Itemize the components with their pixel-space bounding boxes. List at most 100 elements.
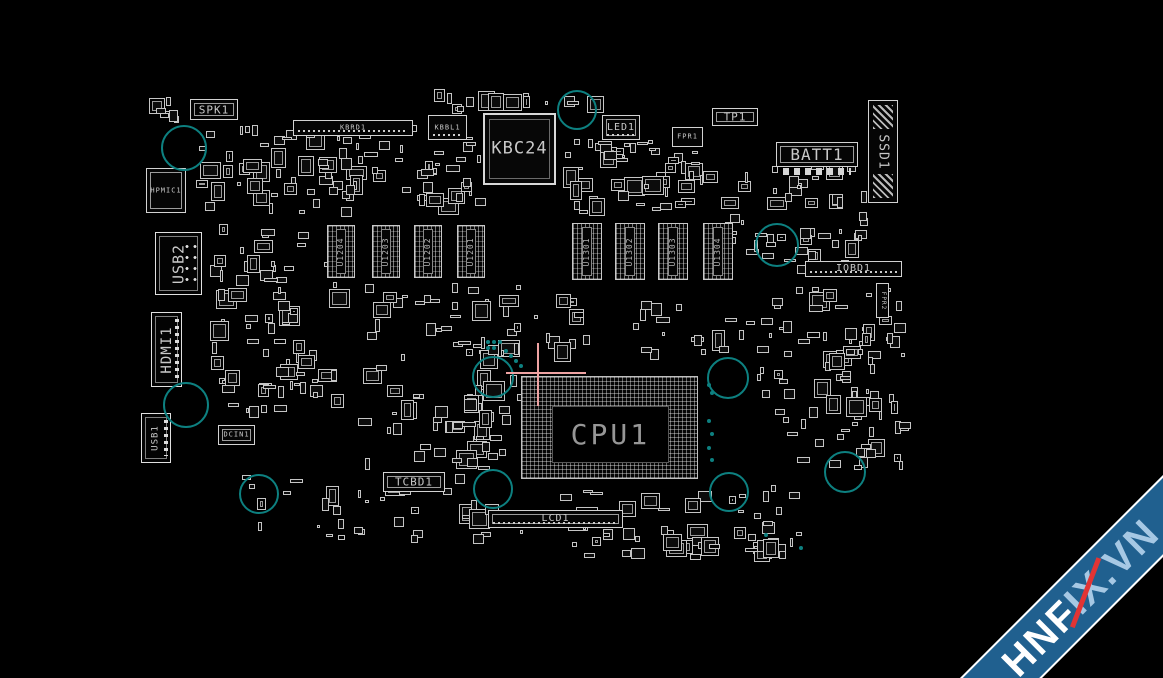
smd-component[interactable]	[729, 214, 740, 223]
smd-component[interactable]	[290, 307, 298, 315]
smd-component[interactable]	[489, 435, 502, 441]
smd-component[interactable]	[774, 408, 785, 416]
smd-component[interactable]	[366, 332, 377, 340]
smd-component[interactable]	[825, 395, 841, 415]
smd-component[interactable]	[401, 353, 405, 361]
smd-component[interactable]	[276, 169, 282, 179]
smd-component[interactable]	[839, 376, 851, 381]
smd-component[interactable]	[583, 489, 593, 494]
smd-component[interactable]	[325, 171, 332, 179]
smd-component[interactable]	[392, 298, 403, 309]
smd-component[interactable]	[456, 105, 464, 113]
smd-component[interactable]	[618, 191, 629, 201]
smd-component[interactable]	[332, 505, 341, 516]
smd-component[interactable]	[434, 89, 446, 102]
smd-component[interactable]	[211, 341, 218, 354]
smd-component[interactable]	[588, 139, 593, 148]
smd-component[interactable]	[168, 109, 178, 123]
smd-component[interactable]	[691, 162, 700, 166]
smd-component[interactable]	[392, 423, 403, 436]
smd-component[interactable]	[271, 261, 275, 267]
smd-component[interactable]	[196, 179, 208, 188]
smd-component[interactable]	[209, 320, 230, 341]
smd-component[interactable]	[789, 176, 800, 188]
smd-component[interactable]	[590, 492, 604, 495]
smd-component[interactable]	[372, 302, 392, 318]
smd-component[interactable]	[273, 338, 286, 345]
smd-component[interactable]	[277, 301, 290, 312]
smd-component[interactable]	[635, 202, 646, 206]
smd-component[interactable]	[768, 333, 772, 338]
smd-component[interactable]	[569, 180, 583, 201]
smd-component[interactable]	[546, 332, 551, 344]
smd-component[interactable]	[297, 355, 315, 369]
smd-component[interactable]	[333, 181, 344, 190]
smd-component[interactable]	[869, 364, 876, 374]
smd-component[interactable]	[667, 156, 680, 164]
smd-component[interactable]	[795, 286, 803, 295]
smd-component[interactable]	[573, 201, 580, 210]
smd-component[interactable]	[659, 202, 672, 210]
smd-component[interactable]	[245, 408, 249, 414]
smd-component[interactable]	[895, 301, 903, 311]
smd-component[interactable]	[868, 426, 874, 437]
smd-component[interactable]	[602, 532, 610, 537]
smd-component[interactable]	[700, 175, 704, 185]
smd-component[interactable]	[283, 491, 291, 496]
smd-component[interactable]	[270, 147, 286, 168]
smd-component[interactable]	[435, 162, 440, 166]
smd-component[interactable]	[487, 452, 498, 461]
component-u1304[interactable]: U1304	[703, 223, 733, 280]
smd-component[interactable]	[235, 275, 250, 287]
smd-component[interactable]	[400, 399, 415, 420]
smd-component[interactable]	[290, 478, 303, 484]
smd-component[interactable]	[894, 323, 907, 333]
smd-component[interactable]	[860, 444, 872, 450]
component-u1301[interactable]: U1301	[572, 223, 602, 280]
smd-component[interactable]	[462, 421, 477, 427]
smd-component[interactable]	[805, 197, 819, 208]
smd-component[interactable]	[331, 393, 344, 409]
component-u1201[interactable]: U1201	[457, 225, 485, 278]
smd-component[interactable]	[454, 473, 465, 485]
smd-component[interactable]	[603, 150, 618, 160]
smd-component[interactable]	[783, 351, 792, 357]
smd-component[interactable]	[818, 233, 831, 240]
component-led1[interactable]: LED1	[602, 115, 640, 140]
smd-component[interactable]	[364, 284, 375, 293]
smd-component[interactable]	[262, 348, 270, 358]
smd-component[interactable]	[762, 491, 770, 502]
smd-component[interactable]	[622, 528, 635, 541]
smd-component[interactable]	[808, 251, 816, 261]
smd-component[interactable]	[446, 93, 453, 105]
smd-component[interactable]	[264, 277, 279, 282]
smd-component[interactable]	[299, 209, 305, 215]
smd-component[interactable]	[500, 349, 504, 356]
smd-component[interactable]	[399, 144, 404, 153]
smd-component[interactable]	[328, 186, 338, 196]
smd-component[interactable]	[476, 436, 485, 441]
smd-component[interactable]	[533, 314, 538, 319]
smd-component[interactable]	[292, 339, 305, 354]
smd-component[interactable]	[338, 534, 346, 540]
smd-component[interactable]	[846, 396, 868, 417]
smd-component[interactable]	[572, 542, 578, 547]
smd-component[interactable]	[664, 163, 676, 173]
smd-component[interactable]	[656, 316, 670, 323]
smd-component[interactable]	[434, 150, 445, 156]
smd-component[interactable]	[808, 304, 823, 312]
smd-component[interactable]	[680, 160, 687, 174]
smd-component[interactable]	[506, 329, 517, 336]
smd-component[interactable]	[767, 197, 787, 211]
smd-component[interactable]	[263, 384, 277, 390]
smd-component[interactable]	[584, 553, 595, 559]
smd-component[interactable]	[435, 327, 443, 333]
smd-component[interactable]	[640, 300, 652, 311]
smd-component[interactable]	[465, 142, 476, 146]
smd-component[interactable]	[412, 393, 420, 399]
smd-component[interactable]	[797, 184, 801, 190]
smd-component[interactable]	[808, 406, 819, 419]
smd-component[interactable]	[718, 345, 729, 353]
smd-component[interactable]	[763, 521, 774, 526]
